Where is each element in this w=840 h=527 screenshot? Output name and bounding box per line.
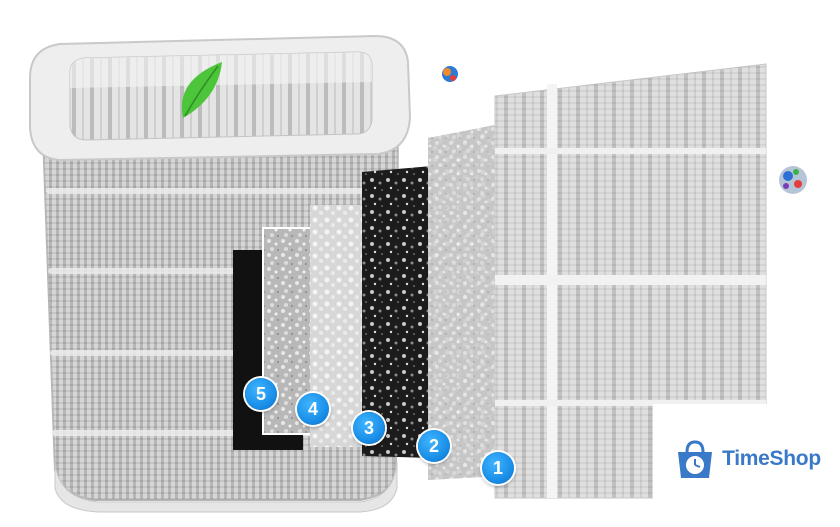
cotton-layer [428, 124, 500, 480]
carbon-layer [362, 166, 432, 458]
prefilter-mesh-panel [494, 63, 767, 499]
layer-badge-5: 5 [245, 378, 277, 410]
layer-badge-1: 1 [482, 452, 514, 484]
brand-name: TimeShop [722, 446, 821, 470]
pollutant-particle-icon [442, 66, 458, 82]
bacteria-particle-icon [779, 166, 807, 194]
layer-badge-2: 2 [418, 430, 450, 462]
brand-logo: TimeShop [653, 404, 840, 527]
layer-badge-4: 4 [297, 393, 329, 425]
layer-badge-3: 3 [353, 412, 385, 444]
shopping-bag-clock-icon [678, 439, 713, 478]
